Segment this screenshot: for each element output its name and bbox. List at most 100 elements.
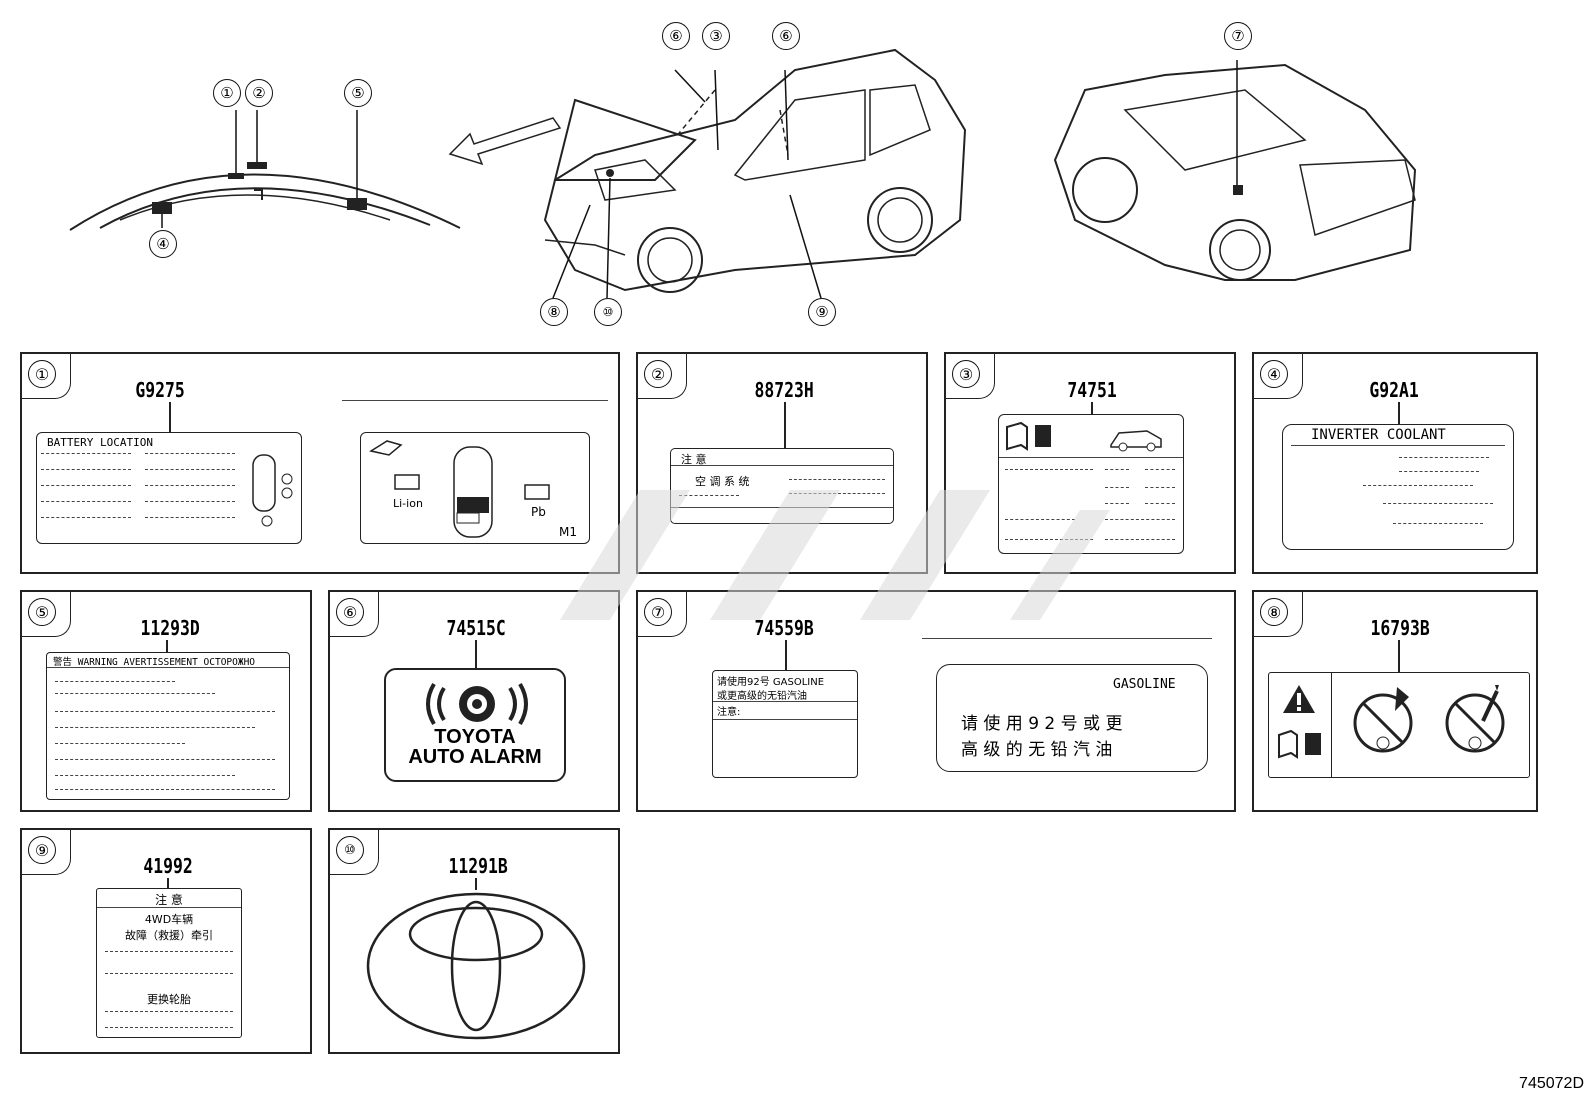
dashed-text — [145, 469, 235, 470]
inverter-coolant-title: INVERTER COOLANT — [1311, 427, 1446, 443]
panel-8: ⑧ 16793B — [1252, 590, 1538, 812]
dashed-text — [679, 495, 739, 496]
dashed-text — [1383, 503, 1493, 504]
fan-warning-label — [1268, 672, 1530, 778]
leader-line — [475, 640, 477, 668]
direction-arrow — [448, 117, 562, 166]
dashed-text — [55, 775, 235, 776]
panel-9: ⑨ 41992 注 意 4WD车辆 故障（救援）牵引 更换轮胎 — [20, 828, 312, 1054]
dashed-text — [1105, 539, 1175, 540]
callout-number: ③ — [952, 360, 980, 388]
bracket-line — [342, 400, 608, 401]
dashed-text — [145, 485, 235, 486]
dashed-text — [1005, 469, 1093, 470]
dashed-text — [41, 453, 131, 454]
leader-line — [785, 640, 787, 670]
windshield-overview — [69, 110, 461, 231]
dashed-text — [105, 973, 233, 974]
battery-pictogram-label: Li-ion Pb M1 — [360, 432, 590, 544]
front-car-illustration — [543, 48, 967, 299]
overview-callout-5: ⑤ — [344, 79, 372, 107]
dashed-text — [1145, 503, 1175, 504]
panel-4: ④ G92A1 INVERTER COOLANT — [1252, 352, 1538, 574]
divider — [47, 667, 289, 668]
ac-system-label: 注 意 空 调 系 统 — [670, 448, 894, 524]
dashed-text — [105, 1011, 233, 1012]
callout-tab — [944, 352, 995, 399]
info-label — [998, 414, 1184, 554]
part-number: 88723H — [754, 378, 814, 402]
callout-tab — [328, 828, 379, 875]
leader-line — [1398, 402, 1400, 424]
panel-1: ① G9275 BATTERY LOCATION Li-ion — [20, 352, 620, 574]
auto-alarm-text: AUTO ALARM — [408, 746, 542, 768]
callout-number: ② — [644, 360, 672, 388]
divider — [671, 507, 893, 508]
overview-callout-1: ① — [213, 79, 241, 107]
battery-li-ion-icon — [394, 474, 420, 490]
no-hand-fan-icon — [1353, 687, 1413, 753]
dashed-text — [55, 743, 185, 744]
panel-10: ⑩ 11291B — [328, 828, 620, 1054]
dashed-text — [1005, 539, 1093, 540]
part-number: 74751 — [1067, 378, 1117, 402]
dashed-text — [41, 517, 131, 518]
caution-head: 注 意 — [155, 893, 183, 907]
dashed-text — [145, 501, 235, 502]
dashed-text — [41, 469, 131, 470]
toyota-text: TOYOTA — [434, 726, 516, 748]
dashed-text — [55, 759, 275, 760]
callout-tab — [20, 352, 71, 399]
part-number: 11293D — [140, 616, 200, 640]
manual-info-icon — [1278, 729, 1321, 759]
rear-car-illustration — [1053, 60, 1417, 281]
overview-callout-9: ⑨ — [808, 298, 836, 326]
car-top-view-icon — [252, 454, 293, 527]
fuel-small-line2: 或更高级的无铅汽油 — [717, 691, 807, 702]
callout-number: ⑦ — [644, 598, 672, 626]
part-number: G92A1 — [1369, 378, 1419, 402]
callout-number: ⑥ — [336, 598, 364, 626]
overview-callout-7: ⑦ — [1224, 22, 1252, 50]
callout-tab — [328, 590, 379, 637]
dashed-text — [55, 681, 175, 682]
warning-triangle-icon — [1283, 685, 1315, 713]
part-number: 74515C — [446, 616, 506, 640]
callout-number: ⑩ — [336, 836, 364, 864]
callout-number: ① — [28, 360, 56, 388]
dashed-text — [1105, 503, 1129, 504]
dashed-text — [41, 485, 131, 486]
dashed-text — [145, 517, 235, 518]
fuel-large-line2: 高 级 的 无 铅 汽 油 — [961, 740, 1113, 760]
panel-7: ⑦ 74559B 请使用92号 GASOLINE 或更高级的无铅汽油 注意: G… — [636, 590, 1236, 812]
dashed-text — [55, 711, 275, 712]
dashed-text — [1399, 457, 1489, 458]
dashed-text — [145, 453, 235, 454]
diagram-id: 745072D — [1519, 1075, 1584, 1092]
callout-number: ⑧ — [1260, 598, 1288, 626]
dashed-text — [1393, 523, 1483, 524]
callout-tab — [20, 590, 71, 637]
overview-callout-6a: ⑥ — [662, 22, 690, 50]
callout-number: ⑨ — [28, 836, 56, 864]
leader-line — [1091, 402, 1093, 416]
dashed-text — [55, 727, 255, 728]
divider — [999, 457, 1183, 458]
4wd-text: 4WD车辆 — [144, 913, 194, 926]
callout-number: ④ — [1260, 360, 1288, 388]
fuel-large-label: GASOLINE 请 使 用 9 2 号 或 更 高 级 的 无 铅 汽 油 — [936, 664, 1208, 772]
part-number: 74559B — [754, 616, 814, 640]
dashed-text — [55, 789, 275, 790]
bracket-line — [922, 638, 1212, 639]
leader-line — [166, 640, 168, 652]
panel-5: ⑤ 11293D 警告 WARNING AVERTISSEMENT ОСТОРО… — [20, 590, 312, 812]
divider — [1291, 445, 1505, 446]
overview-callout-2: ② — [245, 79, 273, 107]
toyota-emblem-icon — [366, 892, 586, 1040]
leader-line — [784, 402, 786, 448]
part-number: G9275 — [135, 378, 185, 402]
dashed-text — [1005, 519, 1075, 520]
pb-text: Pb — [531, 505, 546, 519]
overview-callout-8: ⑧ — [540, 298, 568, 326]
callout-number: ⑤ — [28, 598, 56, 626]
